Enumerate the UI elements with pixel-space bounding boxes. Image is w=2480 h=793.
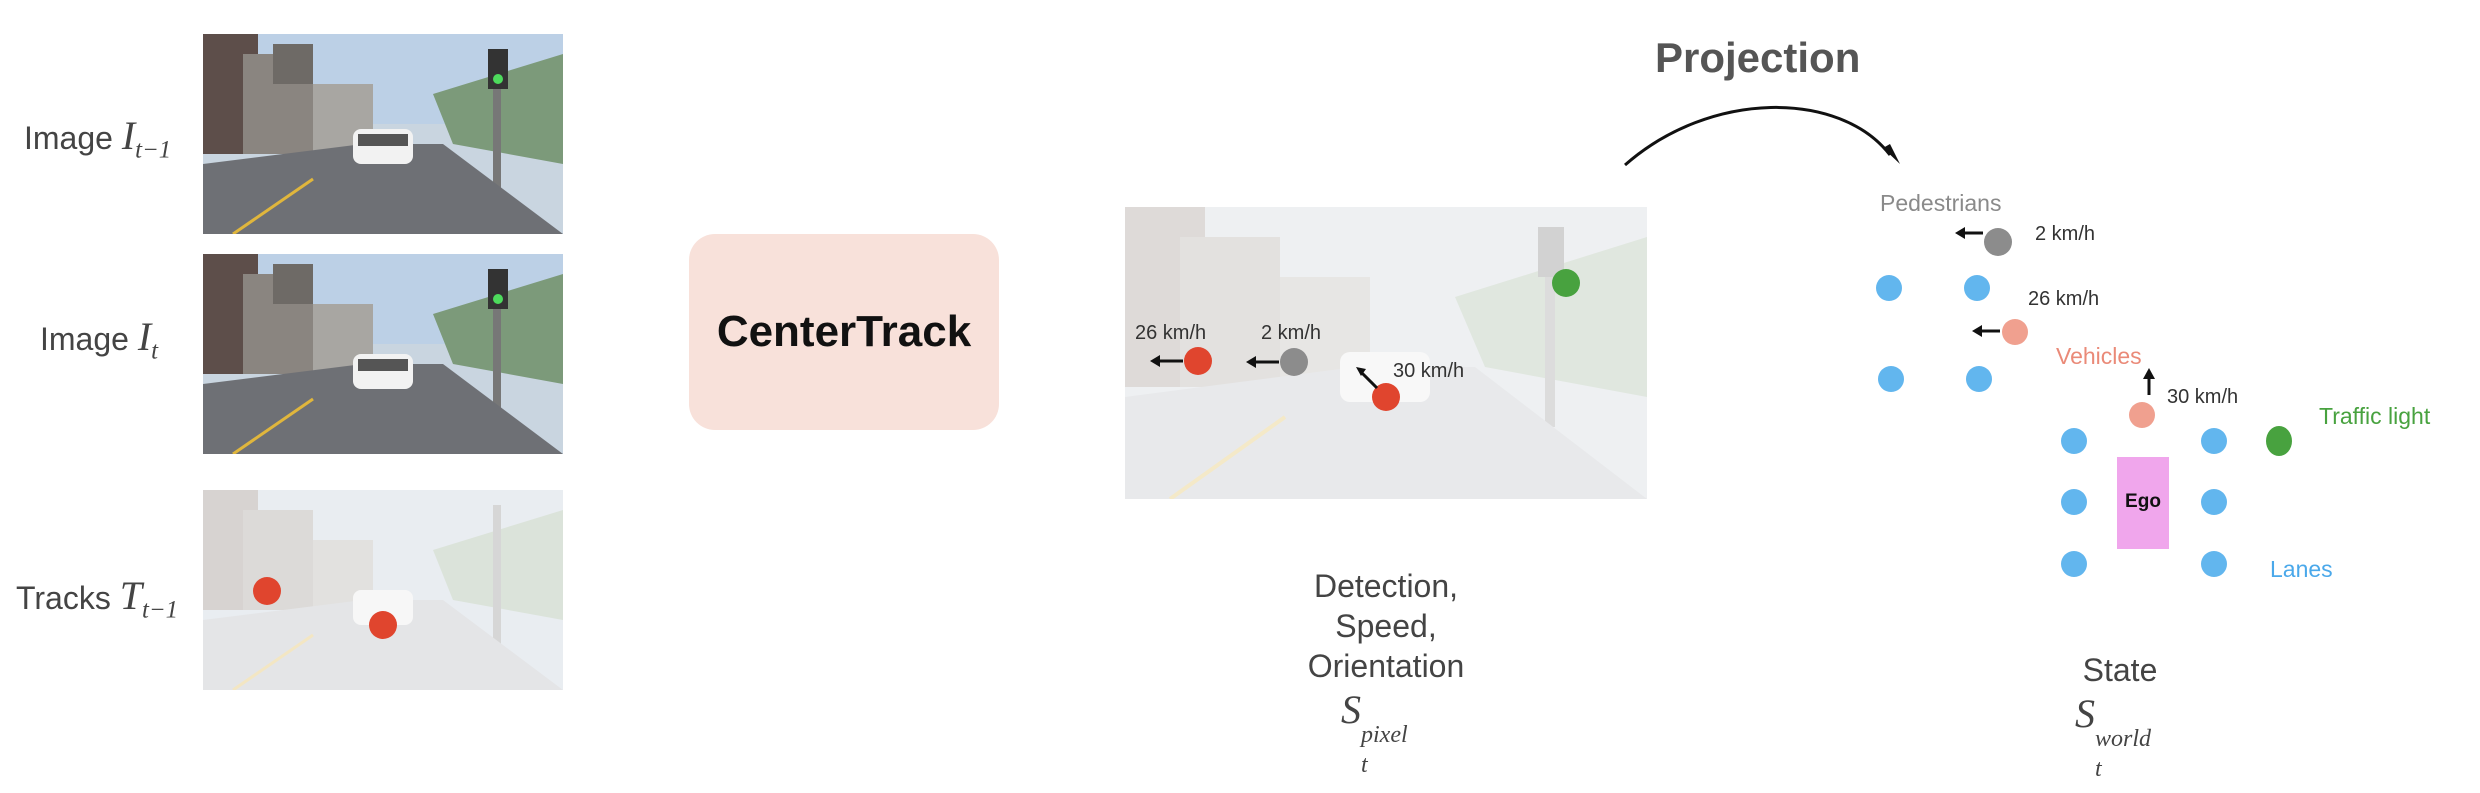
- detection-frame: 26 km/h 2 km/h 30 km/h: [1125, 207, 1647, 499]
- track-dot-1: [253, 577, 281, 605]
- pedestrians-label: Pedestrians: [1880, 190, 2002, 216]
- world-pedestrian-dot: [1984, 228, 2012, 256]
- lane-dot: [1964, 275, 1990, 301]
- lane-dot: [1966, 366, 1992, 392]
- lanes-label: Lanes: [2270, 556, 2333, 582]
- prev-image-label: Image It−1: [24, 113, 172, 164]
- lane-dot: [2061, 489, 2087, 515]
- world-vehicle-dot-1: [2002, 319, 2028, 345]
- centertrack-box: CenterTrack: [689, 234, 999, 430]
- street-scene-image: [203, 254, 563, 454]
- lane-dot: [1876, 275, 1902, 301]
- pedestrian-dot: [1280, 348, 1308, 376]
- lane-dot: [1878, 366, 1904, 392]
- vehicles-label: Vehicles: [2056, 343, 2142, 369]
- centertrack-label: CenterTrack: [716, 307, 972, 356]
- traffic-light-dot: [1552, 269, 1580, 297]
- world-traffic-light-dot: [2266, 426, 2292, 456]
- traffic-light-label: Traffic light: [2319, 403, 2431, 429]
- detection-scene: [1125, 207, 1647, 499]
- vehicle-dot-left: [1184, 347, 1212, 375]
- street-scene-image: [203, 34, 563, 234]
- track-dot-2: [369, 611, 397, 639]
- world-vehicle-dot-2: [2129, 402, 2155, 428]
- lane-dot: [2201, 428, 2227, 454]
- lane-dot: [2201, 551, 2227, 577]
- projection-arrow: [1624, 105, 1900, 167]
- lane-dot: [2201, 489, 2227, 515]
- speed-label-vehicle-left: 26 km/h: [1135, 322, 1207, 344]
- projection-title: Projection: [1655, 34, 1861, 81]
- faded-street-scene: [203, 490, 563, 690]
- lane-dot: [2061, 551, 2087, 577]
- lane-dot: [2061, 428, 2087, 454]
- ego-vehicle: [2117, 457, 2169, 549]
- world-state-map: [1876, 227, 2292, 577]
- speed-label-pedestrian: 2 km/h: [1261, 322, 1322, 344]
- tracks-frame: [203, 490, 563, 690]
- cur-image-label: Image It: [40, 314, 159, 365]
- tracks-label: Tracks Tt−1: [16, 573, 178, 624]
- prev-image-frame: [203, 34, 563, 234]
- vehicle-dot-center: [1372, 383, 1400, 411]
- world-vehicle-speed-1: 26 km/h: [2028, 288, 2100, 310]
- world-vehicle-speed-2: 30 km/h: [2167, 386, 2239, 408]
- world-state-panel: Pedestrians 2 km/h 26 km/h Vehicles 30 k…: [1840, 180, 2460, 600]
- speed-label-vehicle-center: 30 km/h: [1393, 360, 1465, 382]
- world-pedestrian-speed: 2 km/h: [2035, 223, 2096, 245]
- ego-label: Ego: [2125, 491, 2161, 512]
- cur-image-frame: [203, 254, 563, 454]
